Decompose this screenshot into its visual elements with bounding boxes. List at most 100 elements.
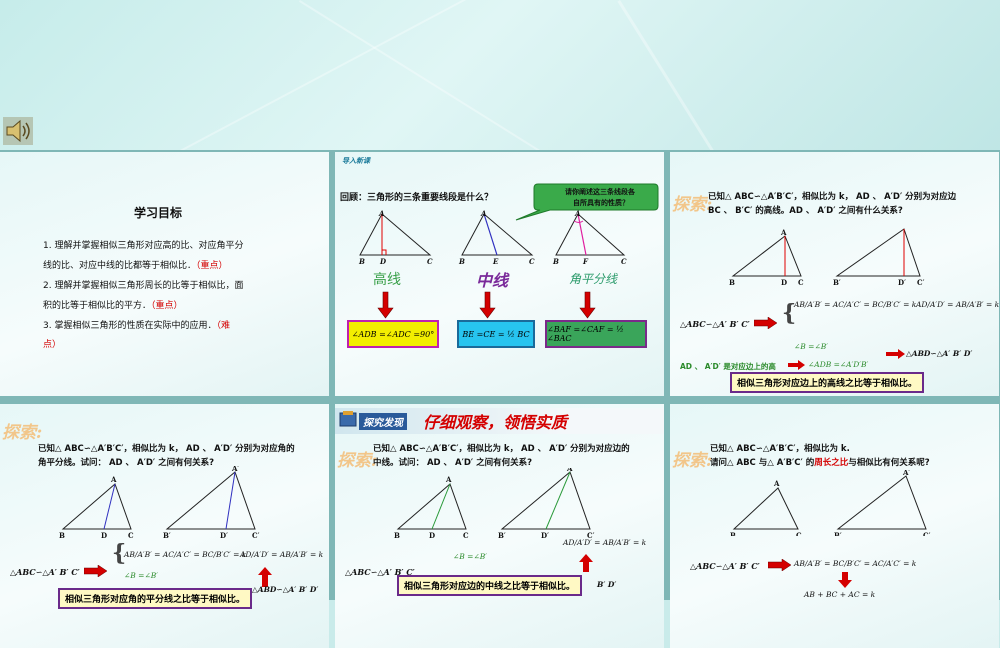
banner-label: 探究发现 [359,413,407,430]
ratio-result: AD/A′D′ = AB/A′B′ = k [563,538,647,547]
section-header: 导入新课 [342,157,370,165]
svg-text:D′: D′ [541,531,549,538]
goal-line: 线的比、对应中线的比都等于相似比．（重点） [43,261,228,271]
problem-text: BC 、 B′C′ 的高线。AD 、 A′D′ 之间有什么关系? [708,206,903,216]
goal-line: 3. 掌握相似三角形的性质在实际中的应用．（难 [43,321,230,331]
property-box-median: BE =CE = ½ BC [457,320,535,348]
speaker-icon[interactable] [2,116,34,146]
svg-text:A: A [110,475,117,484]
similar-result: △ABD∽△A′ B′ D′ [252,585,319,594]
svg-text:B′: B′ [498,531,506,538]
label-gaoxian: 高线 [373,272,401,288]
goal-line: 1. 理解并掌握相似三角形对应高的比、对应角平分 [43,241,244,251]
right-arrow [84,565,108,577]
svg-text:C: C [796,531,802,536]
label-zhongxian: 中线 [476,271,509,290]
angle-equality: ∠ADB =∠A′D′B′ [808,360,869,369]
conclusion-box: 相似三角形对应边上的高线之比等于相似比。 [730,372,925,393]
explore-tag: 探索: [672,451,713,471]
explore-tag: 探索: [337,451,378,471]
right-arrow [768,559,792,571]
svg-text:D: D [101,531,107,538]
svg-text:C′: C′ [923,531,931,536]
vertex-label: C [529,257,535,266]
vertex-label: C [621,257,627,266]
svg-text:A′: A′ [900,228,908,230]
book-icon [339,411,357,427]
goal-line: 2. 理解并掌握相似三角形周长的比等于相似比，面 [43,281,244,291]
slide-learning-goals[interactable]: 学习目标 1. 理解并掌握相似三角形对应高的比、对应角平分 线的比、对应中线的比… [0,152,329,396]
explore-tag: 探索: [2,423,43,443]
similar-statement: △ABC∽△A′ B′ C′ [10,567,80,577]
vertex-label: F [583,257,588,266]
svg-text:D′: D′ [220,531,228,538]
problem-text: 已知△ ABC∽△A′B′C′，相似比为 k. [710,444,850,454]
similar-statement: △ABC∽△A′ B′ C′ [680,319,750,329]
svg-text:C′: C′ [917,278,925,287]
ratio-equation: AB/A′B′ = BC/B′C′ = AC/A′C′ = k [794,559,917,568]
svg-text:A: A [445,475,452,484]
right-arrow [788,360,805,370]
vertex-label: A [575,209,581,218]
down-arrow [838,572,852,588]
ratio-result: AD/A′D′ = AB/A′B′ = k [240,550,324,559]
brace: { [782,300,797,326]
up-arrow [258,567,272,587]
up-arrow [579,554,593,572]
ratio-equation: AB/A′B′ = AC/A′C′ = BC/B′C′ = k [124,550,247,559]
svg-text:C: C [463,531,469,538]
conclusion-box: 相似三角形对应角的平分线之比等于相似比。 [58,588,253,609]
callout-bubble [515,183,659,221]
similar-statement: △ABC∽△A′ B′ C′ [345,567,415,577]
callout-text: 请你阐述这三条线段各 [565,188,635,196]
svg-text:A′: A′ [566,468,574,473]
svg-text:B′: B′ [834,531,842,536]
slide-angle-bisector[interactable]: 探索: 已知△ ABC∽△A′B′C′，相似比为 k， AD 、 A′D′ 分别… [0,404,329,648]
ratio-equation: AB/A′B′ = AC/A′C′ = BC/B′C′ = k [794,300,917,309]
label-jiaofenxian: 角平分线 [569,272,618,286]
slide-review[interactable]: 导入新课 回顾：三角形的三条重要线段是什么？ 请你阐述这三条线段各 自所具有的性… [335,152,664,396]
callout-text: 自所具有的性质？ [573,199,629,207]
vertex-label: D [380,257,387,266]
svg-text:B: B [730,531,736,536]
slide-altitude[interactable]: 探索: 已知△ ABC∽△A′B′C′，相似比为 k， AD 、 A′D′ 分别… [670,152,999,396]
similar-result: △ABD∽△A′ B′ D′ [906,349,973,358]
svg-text:D: D [429,531,435,538]
vertex-label: B [459,257,465,266]
slide-title: 学习目标 [134,206,183,220]
goal-line: 点） [43,340,62,350]
similar-result: B′ D′ [597,580,617,589]
vertex-label: C [427,257,433,266]
vertex-label: B [359,257,365,266]
angle-equality: ∠B =∠B′ [124,571,158,580]
vertex-label: A [379,209,385,218]
svg-text:C: C [128,531,134,538]
svg-text:C: C [798,278,804,287]
property-box-altitude: ∠ADB =∠ADC =90° [347,320,439,348]
explore-tag: 探索: [672,195,713,215]
svg-text:A: A [780,228,787,237]
problem-text: 已知△ ABC∽△A′B′C′，相似比为 k， AD 、 A′D′ 分别为对应边 [708,192,957,202]
top-banner [0,0,1000,358]
review-question: 回顾：三角形的三条重要线段是什么？ [340,193,494,203]
vertex-label: B [553,257,559,266]
vertex-label: A [481,209,487,218]
right-arrow [886,349,905,359]
svg-text:B: B [59,531,65,538]
angle-equality: ∠B =∠B′ [453,552,487,561]
perimeter-equation: AB + BC + AC = k [804,590,876,599]
vertex-label: E [493,257,499,266]
svg-text:A: A [773,479,780,488]
headline: 仔细观察，领悟实质 [423,413,568,432]
brace: { [112,540,127,566]
problem-text: 已知△ ABC∽△A′B′C′，相似比为 k， AD 、 A′D′ 分别为对应角… [38,444,295,454]
slide-median[interactable]: 探究发现 仔细观察，领悟实质 探索: 已知△ ABC∽△A′B′C′，相似比为 … [335,404,664,648]
slide-perimeter[interactable]: 探索: 已知△ ABC∽△A′B′C′，相似比为 k. 请问△ ABC 与△ A… [670,404,999,648]
svg-text:B: B [729,278,735,287]
angle-equality: ∠B =∠B′ [794,342,828,351]
conclusion-box: 相似三角形对应边的中线之比等于相似比。 [397,575,583,596]
